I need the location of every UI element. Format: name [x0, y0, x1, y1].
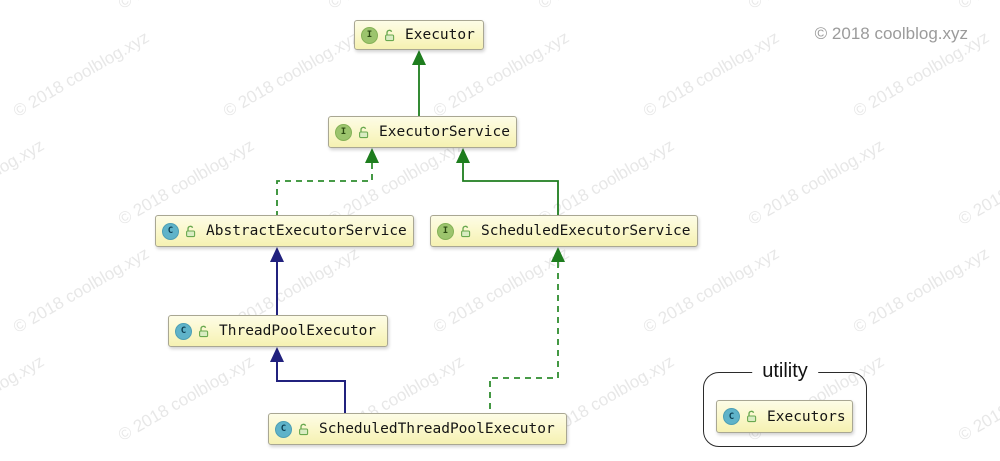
watermark-text: © 2018 coolblog.xyz [10, 27, 153, 121]
class-node-scheduledexecutorservice[interactable]: I ScheduledExecutorService [430, 215, 698, 247]
unlocked-padlock-icon [186, 225, 196, 237]
arrowhead-to-executorservice-right [456, 148, 470, 163]
unlocked-padlock-icon [359, 126, 369, 138]
class-icon: C [175, 322, 192, 340]
class-name: ScheduledThreadPoolExecutor [319, 421, 555, 437]
edge-scheduledthreadpoolexecutor-implements-scheduledexecutorservice [489, 262, 559, 413]
watermark-text: © 2018 coolblog.xyz [640, 27, 783, 121]
unlocked-padlock-icon [299, 423, 309, 435]
class-name: AbstractExecutorService [206, 223, 407, 239]
watermark-text: © 2018 coolblog.xyz [0, 135, 48, 229]
watermark-text: © 2018 coolblog.xyz [220, 27, 363, 121]
interface-icon: I [361, 26, 378, 44]
class-name: ThreadPoolExecutor [219, 323, 377, 339]
unlocked-padlock-icon [747, 410, 757, 423]
watermark-text: © 2018 coolblog.xyz [0, 351, 48, 445]
arrowhead-to-executorservice-left [365, 148, 379, 163]
arrowhead-to-executor [412, 50, 426, 65]
class-node-executorservice[interactable]: I ExecutorService [328, 116, 517, 148]
edge-scheduledexecutorservice-extends-executorservice [462, 163, 559, 215]
class-name: Executors [767, 408, 846, 425]
watermark-text: © 2018 coolblog.xyz [745, 135, 888, 229]
class-node-scheduledthreadpoolexecutor[interactable]: C ScheduledThreadPoolExecutor [268, 413, 567, 445]
interface-icon: I [335, 123, 352, 141]
class-name: ExecutorService [379, 124, 510, 140]
watermark-text: © 2018 coolblog.xyz [10, 243, 153, 337]
watermark-text: © 2018 coolblog.xyz [325, 0, 468, 14]
watermark-text: © 2018 coolblog.xyz [115, 0, 258, 14]
class-node-executors[interactable]: C Executors [716, 400, 853, 433]
class-icon: C [162, 222, 179, 240]
class-icon: C [723, 408, 740, 425]
watermark-text: © 2018 coolblog.xyz [850, 243, 993, 337]
class-name: ScheduledExecutorService [481, 223, 691, 239]
unlocked-padlock-icon [385, 29, 395, 41]
class-icon: C [275, 420, 292, 438]
arrowhead-to-threadpoolexecutor [270, 347, 284, 362]
arrowhead-to-abstractexecutorservice [270, 247, 284, 262]
copyright-notice: © 2018 coolblog.xyz [814, 24, 968, 43]
unlocked-padlock-icon [461, 225, 471, 237]
watermark-text: © 2018 coolblog.xyz [955, 352, 1000, 445]
class-node-abstractexecutorservice[interactable]: C AbstractExecutorService [155, 215, 414, 247]
class-name: Executor [405, 27, 475, 43]
watermark-text: © 2018 coolblog.xyz [115, 351, 258, 445]
unlocked-padlock-icon [199, 325, 209, 337]
edge-scheduledthreadpoolexecutor-extends-threadpoolexecutor [276, 362, 346, 413]
edge-abstractexecutorservice-implements-executorservice [276, 163, 373, 215]
utility-group: utility C Executors [703, 360, 867, 447]
watermark-text: © 2018 coolblog.xyz [955, 136, 1000, 229]
watermark-text: © 2018 coolblog.xyz [955, 0, 1000, 14]
watermark-text: © 2018 coolblog.xyz [0, 0, 48, 14]
class-node-threadpoolexecutor[interactable]: C ThreadPoolExecutor [168, 315, 388, 347]
group-label: utility [752, 360, 818, 383]
class-node-executor[interactable]: I Executor [354, 20, 484, 50]
interface-icon: I [437, 222, 454, 240]
watermark-text: © 2018 coolblog.xyz [535, 0, 678, 14]
arrowhead-to-scheduledexecutorservice [551, 247, 565, 262]
watermark-text: © 2018 coolblog.xyz [430, 243, 573, 337]
watermark-text: © 2018 coolblog.xyz [640, 243, 783, 337]
watermark-text: © 2018 coolblog.xyz [745, 0, 888, 14]
